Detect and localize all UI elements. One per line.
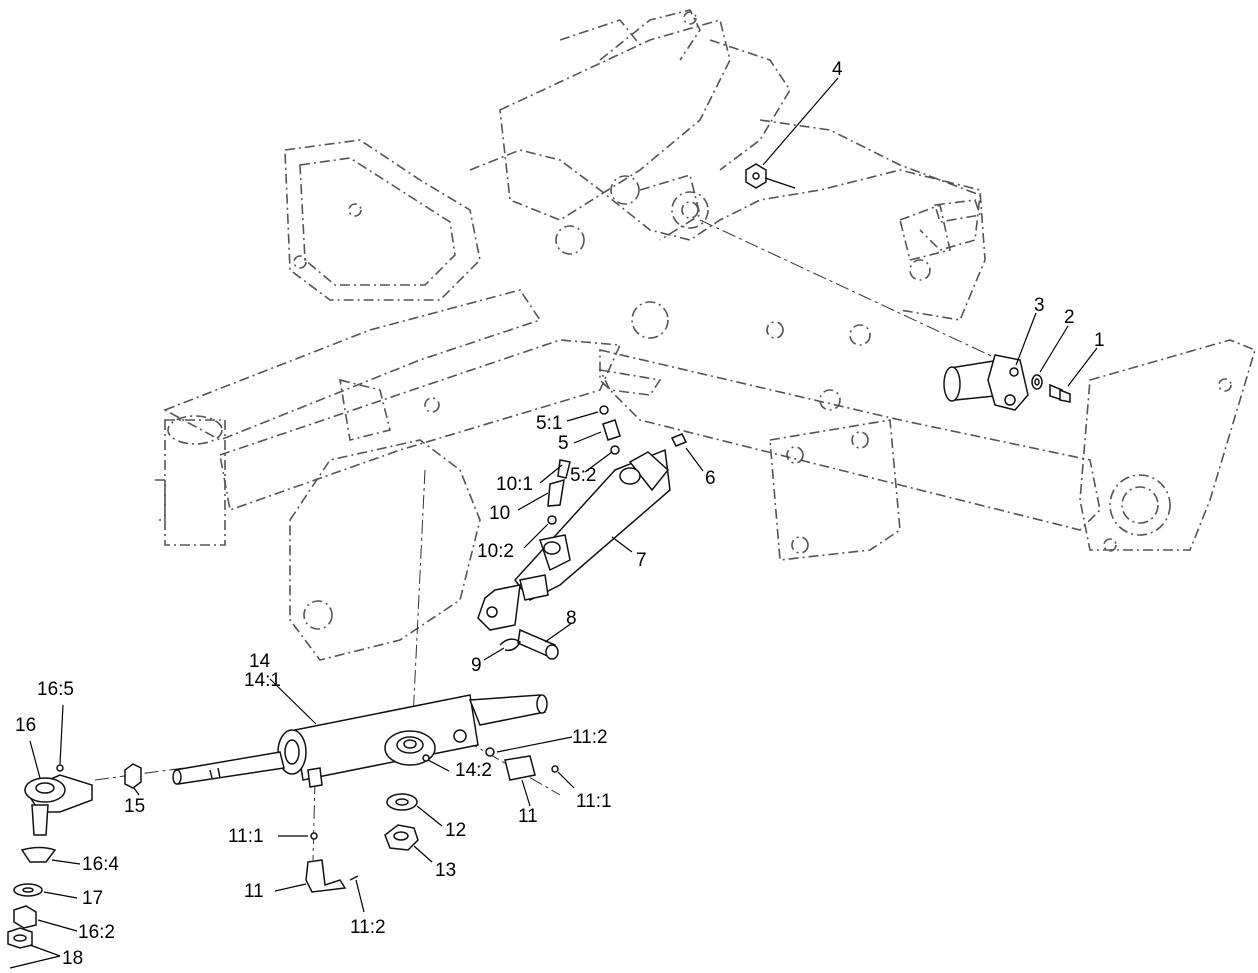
callout-3: 3 <box>1034 295 1045 316</box>
callout-2: 2 <box>1064 307 1075 328</box>
callout-17: 17 <box>82 888 103 909</box>
callout-11-2-right: 11:2 <box>572 727 608 748</box>
callout-5: 5 <box>558 433 569 454</box>
callout-16-2: 16:2 <box>78 922 115 943</box>
callout-14: 14 <box>249 651 271 672</box>
callout-18: 18 <box>62 948 83 969</box>
callout-16-5: 16:5 <box>37 679 74 700</box>
callout-11-2-left: 11:2 <box>350 917 386 938</box>
callout-15: 15 <box>124 796 145 817</box>
callout-10-1: 10:1 <box>496 474 533 495</box>
callout-5-1: 5:1 <box>536 413 562 434</box>
part-13-nut <box>384 824 419 851</box>
callout-labels: 4 3 2 1 5:1 5 5:2 6 10:1 10 10:2 7 8 8 8… <box>15 59 1105 969</box>
callout-5-2: 5:2 <box>570 465 596 486</box>
callout-11-1-left: 11:1 <box>228 826 264 847</box>
callout-6: 6 <box>705 468 716 489</box>
callout-10-2: 10:2 <box>477 541 514 562</box>
part-8-clevis-pin <box>517 628 559 660</box>
callout-7: 7 <box>636 550 647 571</box>
part-3-pivot-pin <box>943 354 1029 411</box>
mower-frame <box>155 9 1256 661</box>
part-6-bleeder <box>670 433 688 447</box>
callout-10: 10 <box>489 503 510 524</box>
callout-16-4: 16:4 <box>82 854 119 875</box>
part-7-lift-cylinder <box>477 448 671 631</box>
part-15-jam-nut <box>124 763 142 789</box>
part-18-nut <box>7 927 33 949</box>
part-16-tie-rod-end <box>23 764 93 836</box>
part-17-washer <box>13 883 43 897</box>
callout-16: 16 <box>15 715 36 736</box>
part-16-2-nut <box>13 905 37 929</box>
part-12-washer <box>386 793 418 811</box>
part-16-4-dust-boot <box>20 846 57 863</box>
callout-4: 4 <box>832 59 843 80</box>
part-14-steering-cylinder <box>172 694 548 788</box>
callout-1: 1 <box>1094 330 1105 351</box>
part-5-fitting <box>599 405 621 455</box>
callout-11-right: 11 <box>518 806 538 827</box>
callout-11-left: 11 <box>244 881 264 902</box>
callout-13: 13 <box>435 860 456 881</box>
callout-12: 12 <box>445 820 466 841</box>
part-2-washer <box>1031 374 1043 390</box>
callout-11-1-right: 11:1 <box>576 791 612 812</box>
leader-lines <box>9 77 1098 969</box>
callout-14-2: 14:2 <box>455 760 492 781</box>
part-11-elbow-fitting-left <box>305 832 359 893</box>
part-14-2-ball-joint <box>384 730 436 766</box>
callout-14-1: 14:1 <box>244 670 281 691</box>
part-9-hairpin <box>499 638 521 652</box>
part-11-elbow-fitting-right <box>485 747 559 781</box>
part-1-bolt <box>1049 383 1071 403</box>
part-4-nut <box>745 163 767 189</box>
part-10-elbow-fitting <box>547 459 571 525</box>
